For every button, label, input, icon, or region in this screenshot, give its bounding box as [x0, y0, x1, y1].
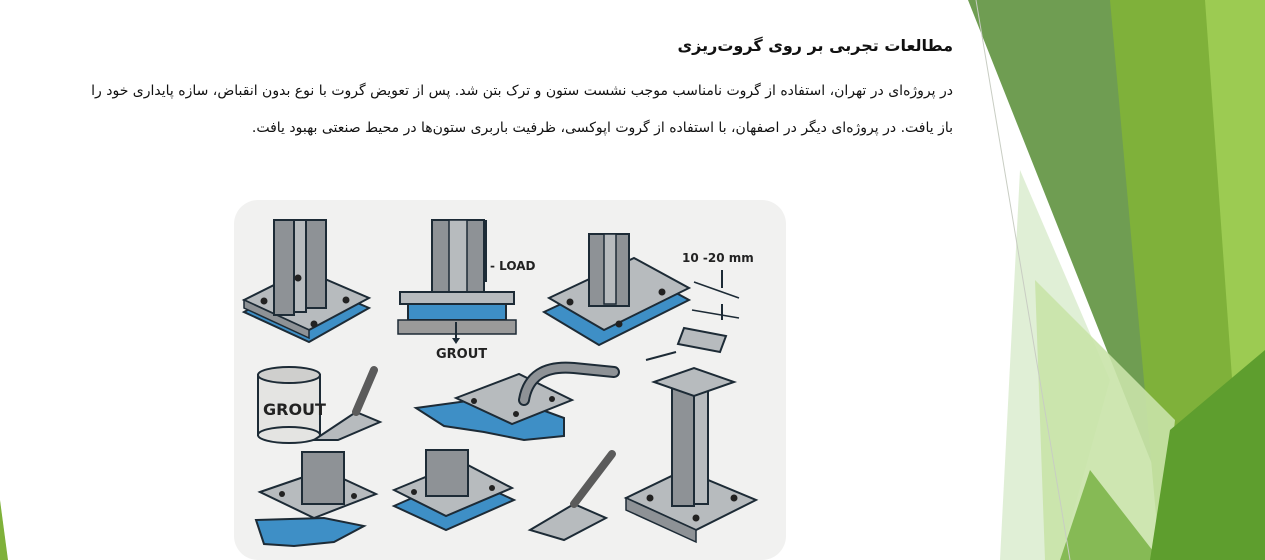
slide-title: مطالعات تجربی بر روی گروت‌ریزی: [677, 36, 954, 55]
load-label: - LOAD: [490, 259, 536, 273]
grout-bucket-illustration: GROUT: [257, 366, 383, 444]
grout-spill-illustration: [254, 451, 379, 548]
tall-column-illustration: [623, 366, 759, 544]
grouting-illustration: - LOAD GROUT 10 -20 mm GROUT: [234, 200, 786, 560]
bucket-label: GROUT: [263, 400, 326, 419]
grout-flow-illustration: [413, 361, 620, 442]
gap-label: 10 -20 mm: [682, 251, 754, 265]
grout-label: GROUT: [436, 347, 487, 362]
column-baseplate-illustration: [241, 219, 372, 344]
baseplate-grout-illustration: [391, 449, 517, 532]
trowel-illustration: [527, 450, 616, 542]
gap-measurement-illustration: 10 -20 mm: [541, 233, 754, 361]
load-section-illustration: - LOAD GROUT: [397, 219, 536, 362]
slide-paragraph: در پروژه‌ای در تهران، استفاده از گروت نا…: [91, 83, 953, 136]
